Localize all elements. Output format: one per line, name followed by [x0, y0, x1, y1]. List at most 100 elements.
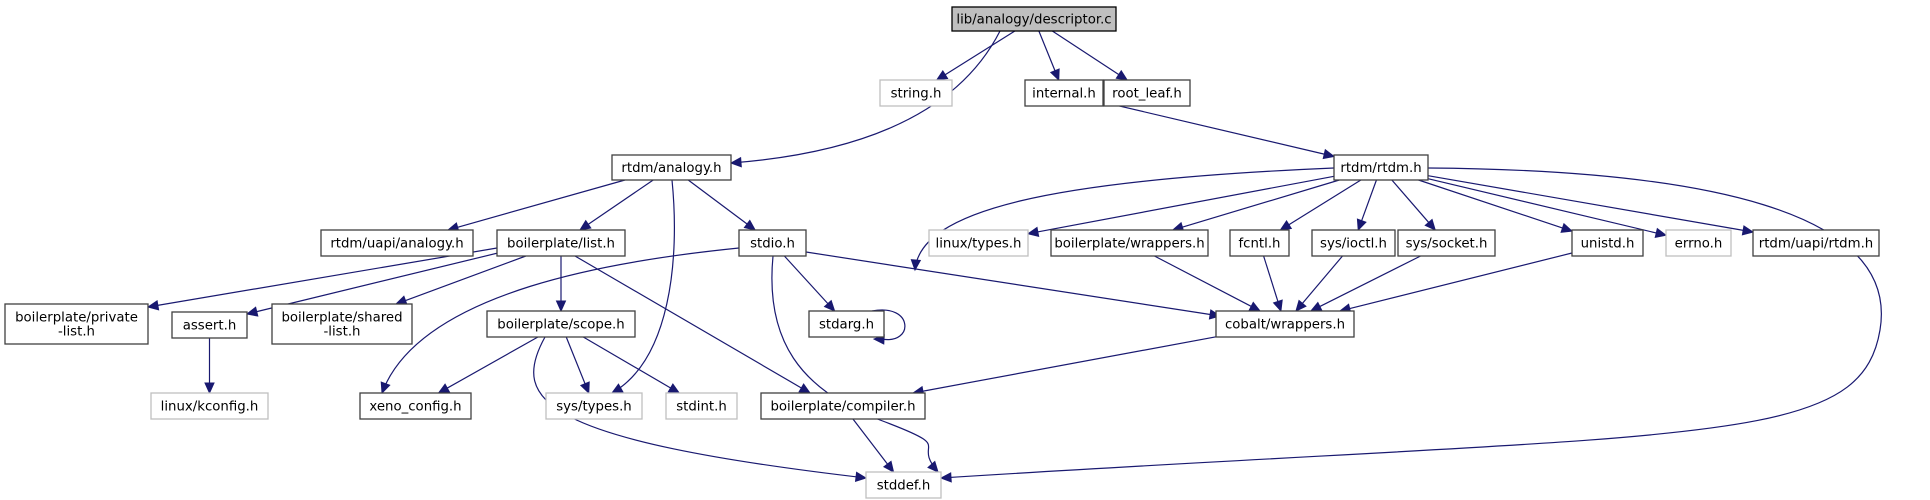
- edge-line: [940, 167, 1882, 479]
- edge-bp_list-to-bp_shared_list: [394, 255, 527, 306]
- node-label: string.h: [891, 87, 942, 102]
- node-box: [271, 303, 413, 345]
- edge-line: [1348, 252, 1573, 310]
- node-bp-compiler[interactable]: boilerplate/compiler.h: [760, 392, 926, 420]
- node-box: [1397, 229, 1496, 257]
- node-label: rtdm/rtdm.h: [1340, 161, 1421, 176]
- node-label: unistd.h: [1581, 237, 1635, 252]
- edge-line: [582, 336, 672, 389]
- node-bp-scope[interactable]: boilerplate/scope.h: [486, 310, 636, 338]
- node-linux-types: linux/types.h: [928, 229, 1029, 257]
- node-box: [1215, 310, 1355, 338]
- node-unistd[interactable]: unistd.h: [1571, 229, 1644, 257]
- node-internal[interactable]: internal.h: [1024, 79, 1104, 107]
- node-label: assert.h: [183, 319, 237, 334]
- arrowhead-icon: [579, 219, 592, 231]
- node-cobalt-wrappers[interactable]: cobalt/wrappers.h: [1215, 310, 1355, 338]
- node-stdarg[interactable]: stdarg.h: [808, 310, 885, 338]
- arrowhead-icon: [743, 219, 757, 231]
- node-rtdm-rtdm[interactable]: rtdm/rtdm.h: [1333, 154, 1429, 181]
- node-stdint: stdint.h: [665, 392, 738, 420]
- edge-line: [565, 336, 586, 385]
- node-label: errno.h: [1675, 237, 1723, 252]
- edge-stdio-to-stdarg: [783, 255, 836, 312]
- arrowhead-icon: [939, 472, 952, 483]
- node-label: boilerplate/wrappers.h: [1054, 237, 1204, 252]
- edge-rtdm_analogy-to-sys_types: [610, 179, 676, 394]
- node-uapi-rtdm[interactable]: rtdm/uapi/rtdm.h: [1752, 229, 1880, 257]
- node-descriptor: lib/analogy/descriptor.c: [951, 6, 1117, 32]
- edge-line: [1102, 101, 1326, 155]
- node-label: boilerplate/compiler.h: [770, 400, 915, 415]
- arrowhead-icon: [667, 383, 681, 394]
- node-label: stddef.h: [877, 479, 931, 494]
- node-stdio[interactable]: stdio.h: [738, 229, 807, 257]
- node-box: [1024, 79, 1104, 107]
- edge-fcntl-to-cobalt_wrappers: [1263, 255, 1283, 313]
- edge-rtdm_rtdm-to-stddef: [939, 167, 1882, 483]
- node-label: root_leaf.h: [1112, 87, 1182, 102]
- arrowhead-icon: [1322, 148, 1336, 160]
- edge-line: [446, 336, 539, 390]
- node-xeno-config[interactable]: xeno_config.h: [359, 392, 472, 420]
- arrowhead-icon: [910, 259, 922, 272]
- edge-rtdm_rtdm-to-errno: [1427, 178, 1668, 238]
- arrowhead-icon: [1272, 299, 1283, 313]
- node-uapi-analogy[interactable]: rtdm/uapi/analogy.h: [320, 229, 474, 257]
- edge-stdio-to-cobalt_wrappers: [805, 251, 1222, 320]
- edge-descriptor-to-internal: [1038, 30, 1060, 82]
- node-label: -list.h: [58, 325, 95, 340]
- node-label: boilerplate/scope.h: [497, 318, 624, 333]
- edge-line: [783, 255, 829, 305]
- edges-layer: [146, 30, 1882, 483]
- nodes-layer: lib/analogy/descriptor.c string.h internal…: [4, 6, 1880, 499]
- node-box: [486, 310, 636, 338]
- node-sys-socket[interactable]: sys/socket.h: [1397, 229, 1496, 257]
- node-label: stdio.h: [750, 237, 795, 252]
- node-box: [320, 229, 474, 257]
- edge-bp_list-to-bp_scope: [555, 256, 567, 313]
- node-label: lib/analogy/descriptor.c: [956, 13, 1111, 28]
- edge-line: [456, 179, 626, 229]
- edge-line: [805, 251, 1212, 316]
- edge-bp_scope-to-stdint: [582, 336, 681, 394]
- arrowhead-icon: [854, 471, 868, 483]
- node-box: [1665, 229, 1732, 257]
- arrowhead-icon: [245, 306, 259, 317]
- edge-descriptor-to-string: [935, 30, 1016, 81]
- node-errno: errno.h: [1665, 229, 1732, 257]
- node-bp-shared-list[interactable]: boilerplate/shared-list.h: [271, 303, 413, 345]
- arrowhead-icon: [1356, 218, 1367, 232]
- node-assert[interactable]: assert.h: [171, 311, 248, 339]
- node-box: [738, 229, 807, 257]
- node-box: [1103, 79, 1191, 107]
- node-box: [171, 311, 248, 339]
- edge-line: [914, 167, 1335, 271]
- node-label: xeno_config.h: [369, 400, 461, 415]
- edge-line: [1427, 178, 1658, 234]
- edge-line: [1181, 179, 1340, 228]
- edge-line: [852, 418, 889, 466]
- node-box: [951, 6, 1117, 32]
- node-label: sys/ioctl.h: [1320, 237, 1387, 252]
- node-label: -list.h: [324, 325, 361, 340]
- node-box: [665, 392, 738, 420]
- node-label: stdarg.h: [819, 318, 874, 333]
- arrowhead-icon: [1049, 68, 1060, 82]
- node-root-leaf[interactable]: root_leaf.h: [1103, 79, 1191, 107]
- node-label: linux/types.h: [936, 237, 1022, 252]
- edge-line: [1360, 179, 1378, 222]
- node-bp-private-list[interactable]: boilerplate/private-list.h: [4, 303, 149, 345]
- node-box: [1311, 229, 1396, 257]
- arrowhead-icon: [882, 460, 895, 473]
- edge-line: [587, 179, 654, 226]
- node-fcntl[interactable]: fcntl.h: [1229, 229, 1290, 257]
- arrowhead-icon: [927, 460, 939, 473]
- arrowhead-icon: [437, 383, 451, 394]
- node-sys-ioctl[interactable]: sys/ioctl.h: [1311, 229, 1396, 257]
- node-bp-list[interactable]: boilerplate/list.h: [496, 229, 626, 257]
- edge-line: [611, 179, 676, 394]
- node-rtdm-analogy[interactable]: rtdm/analogy.h: [611, 154, 732, 181]
- node-label: stdint.h: [676, 400, 727, 415]
- node-bp-wrappers[interactable]: boilerplate/wrappers.h: [1050, 229, 1209, 257]
